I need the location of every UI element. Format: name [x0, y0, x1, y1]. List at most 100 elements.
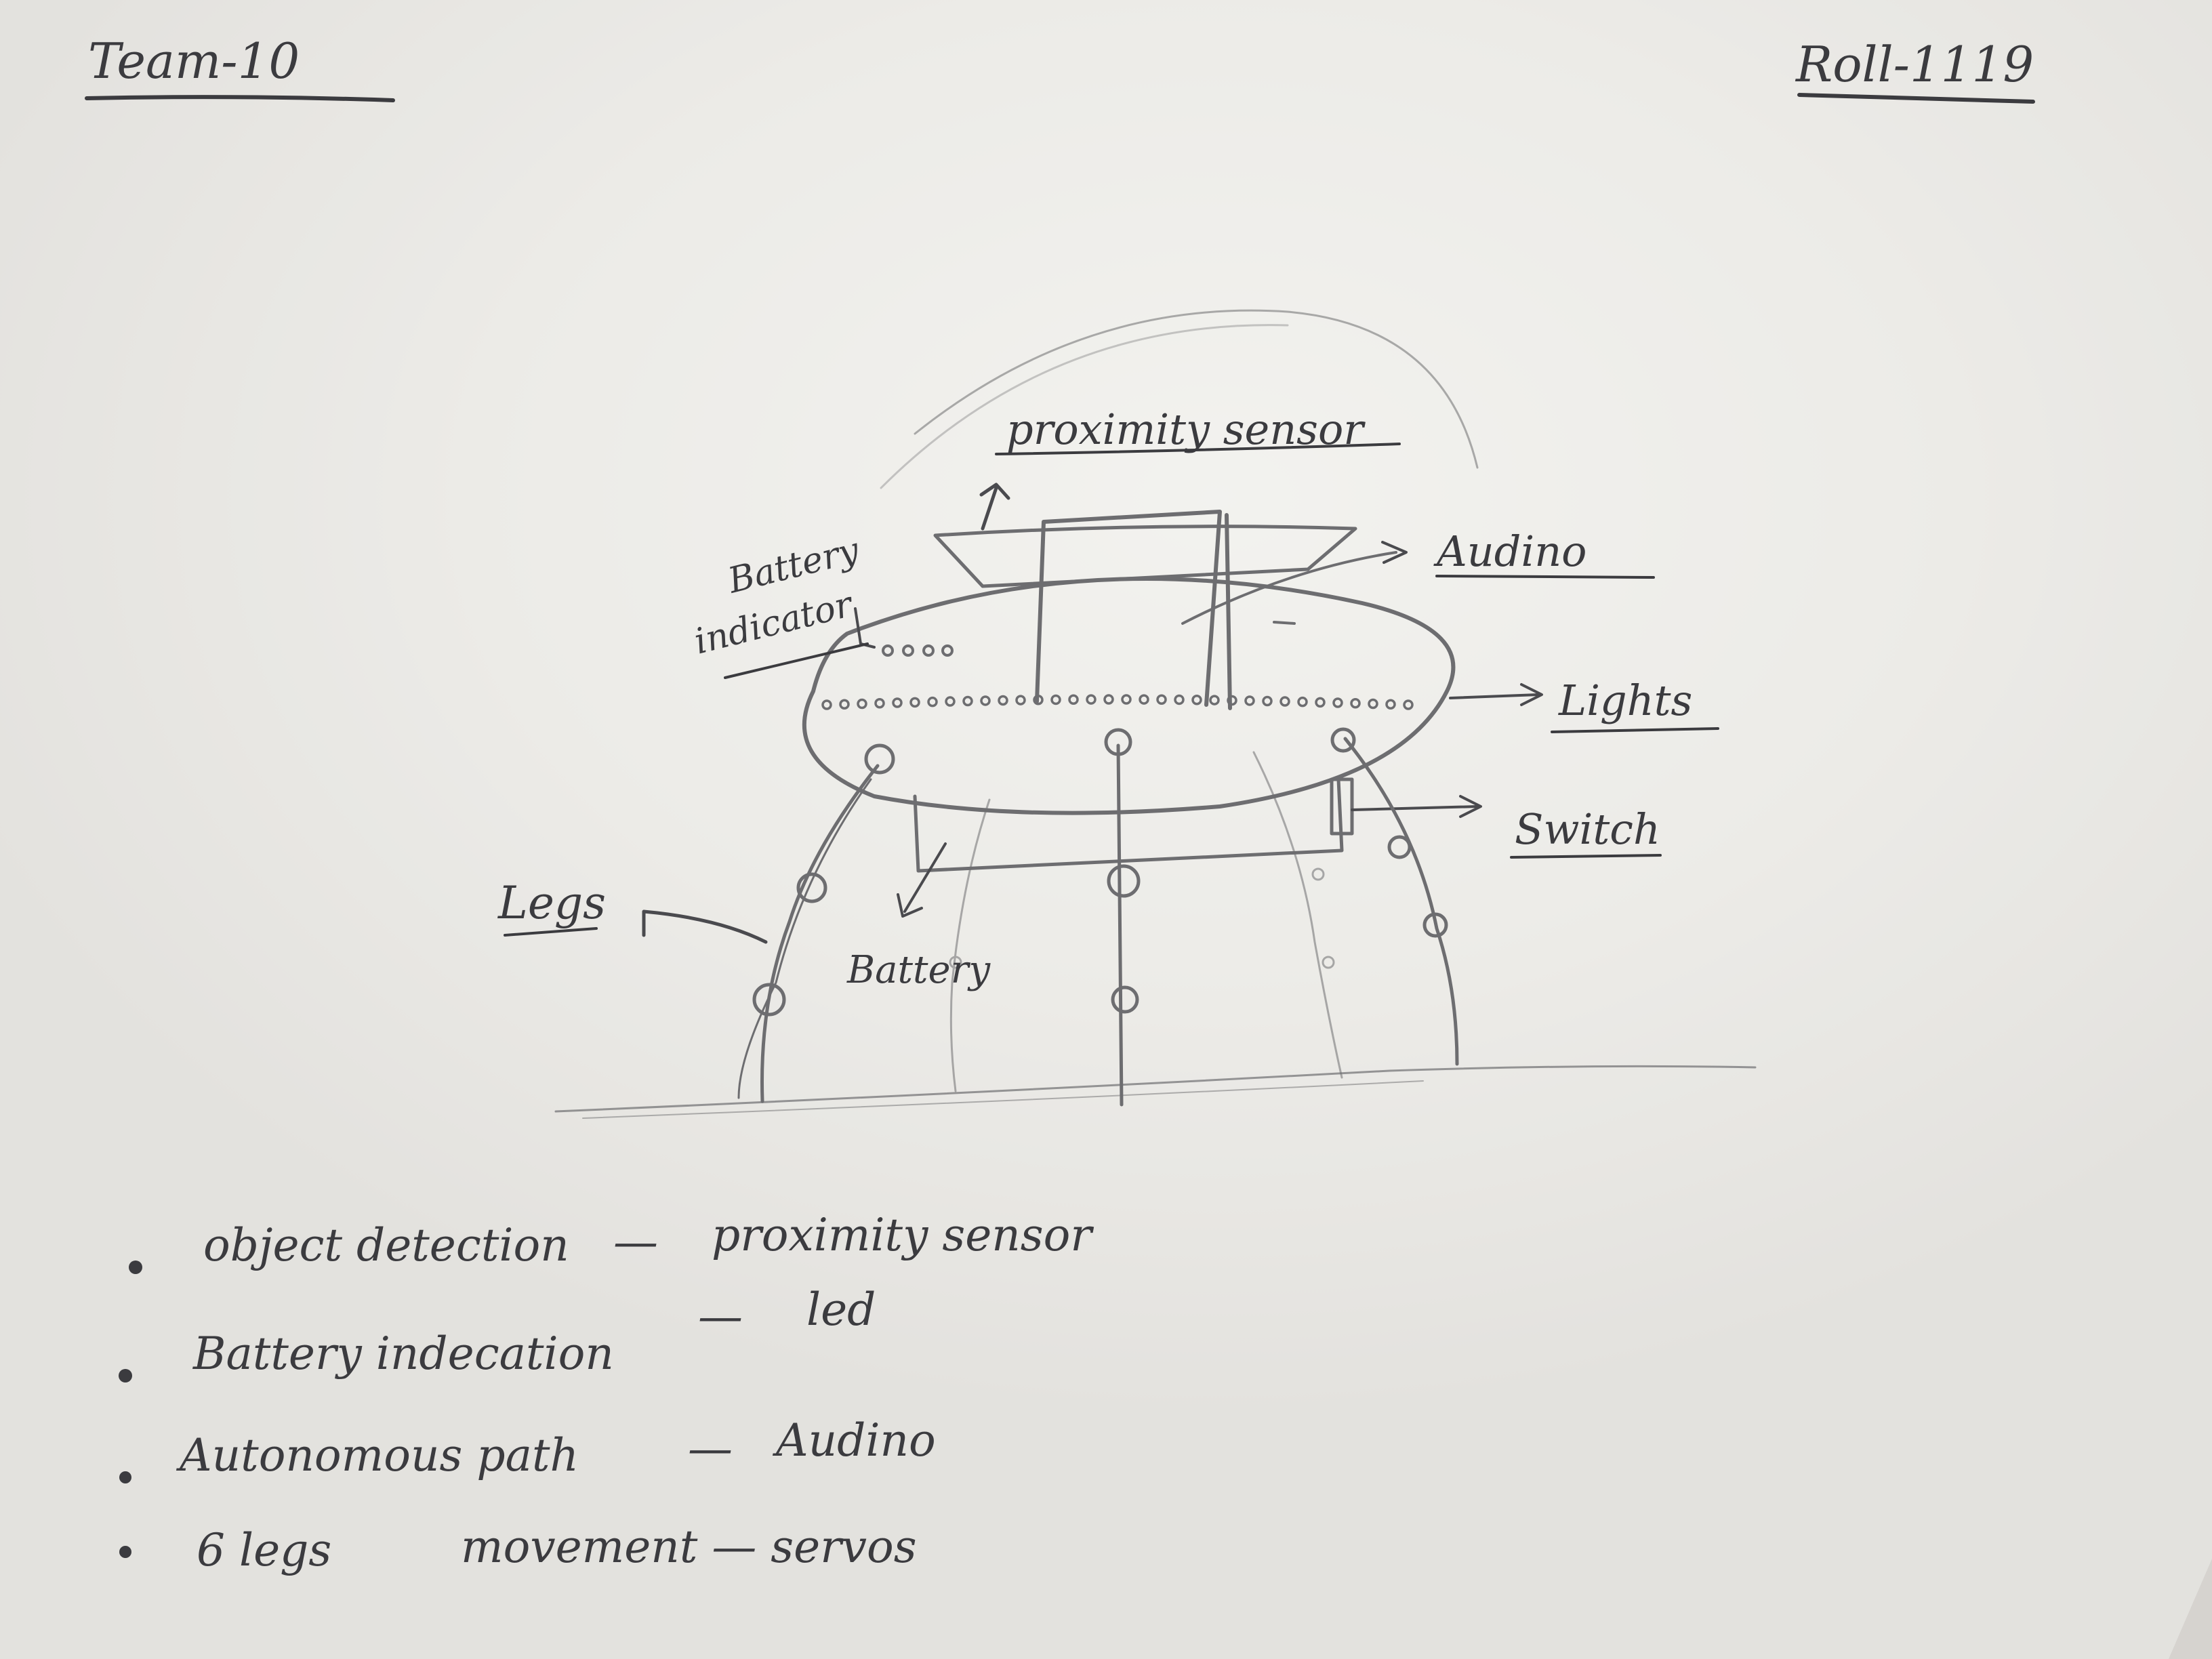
note-item: Autonomous path — Audino [119, 1414, 936, 1483]
robot-body [802, 577, 1456, 815]
light-dot [945, 696, 956, 707]
light-dot [1209, 695, 1220, 705]
joint-fl-1 [864, 743, 895, 775]
label-underlines [504, 443, 1719, 937]
ground-line-2 [582, 1080, 1424, 1119]
note-component: Audino [772, 1414, 936, 1467]
light-dot [1227, 695, 1237, 706]
note-dash: — [698, 1290, 743, 1343]
note-bullet [119, 1471, 131, 1483]
note-dash: — [688, 1422, 733, 1475]
label-legs: Legs [497, 877, 606, 929]
light-dot [892, 697, 903, 708]
light-dot [1403, 699, 1414, 710]
label-lights: Lights [1558, 676, 1692, 725]
arduino-arrow [1381, 541, 1408, 564]
light-dot [1068, 694, 1079, 705]
joint-fr-3 [1422, 912, 1448, 938]
leg-front-left-2 [737, 778, 872, 1099]
light-dot [980, 695, 991, 706]
label-battery: Battery [846, 948, 991, 992]
light-dot [1121, 694, 1132, 705]
light-dot [1015, 695, 1026, 705]
light-dot [839, 699, 850, 710]
arduino-stub [1273, 621, 1296, 625]
note-item: object detection — proximity sensor [129, 1209, 1094, 1274]
note-item: 6 legs movement — servos [119, 1521, 917, 1576]
leg-front-middle [1116, 743, 1124, 1107]
lights-row [821, 694, 1414, 710]
note-dash: — [613, 1216, 658, 1268]
leg-front-right [1343, 737, 1459, 1066]
legs-pointer [642, 909, 768, 944]
note-component: proximity sensor [712, 1209, 1094, 1261]
roll-underline [1797, 93, 2035, 104]
note-bullet [119, 1369, 132, 1382]
team-label: Team-10 [88, 33, 300, 89]
robot-diagram [554, 309, 1757, 1119]
note-component: led [806, 1284, 876, 1336]
switch-body [1330, 777, 1354, 836]
light-dot [1350, 697, 1361, 709]
light-dot [962, 695, 973, 707]
light-dot [874, 697, 885, 709]
light-dot [1315, 697, 1326, 708]
note-bullet [129, 1261, 142, 1274]
ground-line [554, 1065, 1757, 1113]
label-arduino: Audino [1433, 527, 1586, 576]
light-dot [998, 695, 1008, 706]
back-legs [949, 751, 1343, 1092]
light-dot [1139, 694, 1149, 705]
light-dot [1262, 695, 1273, 707]
team-underline [85, 95, 395, 102]
battery-box [913, 777, 1344, 873]
light-dot [1297, 696, 1308, 708]
joint-fm-1 [1104, 728, 1132, 756]
light-dot [857, 698, 867, 710]
light-dot [1244, 695, 1255, 706]
note-feature: Autonomous path [176, 1429, 579, 1481]
note-feature: 6 legs [197, 1524, 331, 1576]
proximity-sensor-shape [933, 525, 1357, 588]
sensor-range-arc-outer [880, 324, 1289, 489]
joint-fr-1 [1330, 727, 1356, 753]
note-feature: Battery indecation [192, 1328, 614, 1380]
light-dot [1103, 694, 1114, 705]
lights-arrow [1449, 683, 1543, 706]
joint-fm-3 [1111, 985, 1139, 1014]
light-dot [1385, 699, 1396, 710]
diagram-labels: proximity sensor Audino Battery indicato… [497, 405, 1692, 992]
light-dot [821, 699, 832, 710]
note-component: movement — servos [461, 1521, 917, 1573]
light-dot [1174, 694, 1185, 705]
roll-label: Roll-1119 [1795, 36, 2034, 93]
joint-fm-2 [1107, 864, 1141, 898]
header: Team-10 Roll-1119 [85, 33, 2035, 104]
sensor-range-arc [914, 309, 1479, 469]
joint-fr-2 [1387, 835, 1412, 859]
note-item: Battery indecation — led [119, 1284, 876, 1382]
note-feature: object detection [203, 1219, 569, 1271]
light-dot [927, 696, 938, 708]
light-dot [1033, 694, 1044, 705]
proximity-sensor-arrow [979, 483, 1010, 531]
joint-fl-2 [796, 872, 827, 903]
joint-fl-3 [752, 983, 786, 1017]
light-dot [909, 697, 920, 708]
switch-arrow [1351, 795, 1482, 818]
note-bullet [119, 1546, 131, 1558]
arduino-pointer [1181, 551, 1397, 625]
arduino-board [1035, 510, 1232, 710]
light-dot [1191, 694, 1202, 705]
light-dot [1050, 694, 1061, 705]
label-proximity-sensor: proximity sensor [1006, 405, 1366, 454]
light-dot [1279, 696, 1290, 707]
leg-front-left [760, 764, 880, 1103]
light-dot [1086, 694, 1097, 705]
light-dot [1368, 698, 1378, 710]
battery-pointer [897, 842, 947, 918]
battery-indicator-dots [882, 644, 954, 657]
battery-indicator-pointer [854, 607, 876, 649]
